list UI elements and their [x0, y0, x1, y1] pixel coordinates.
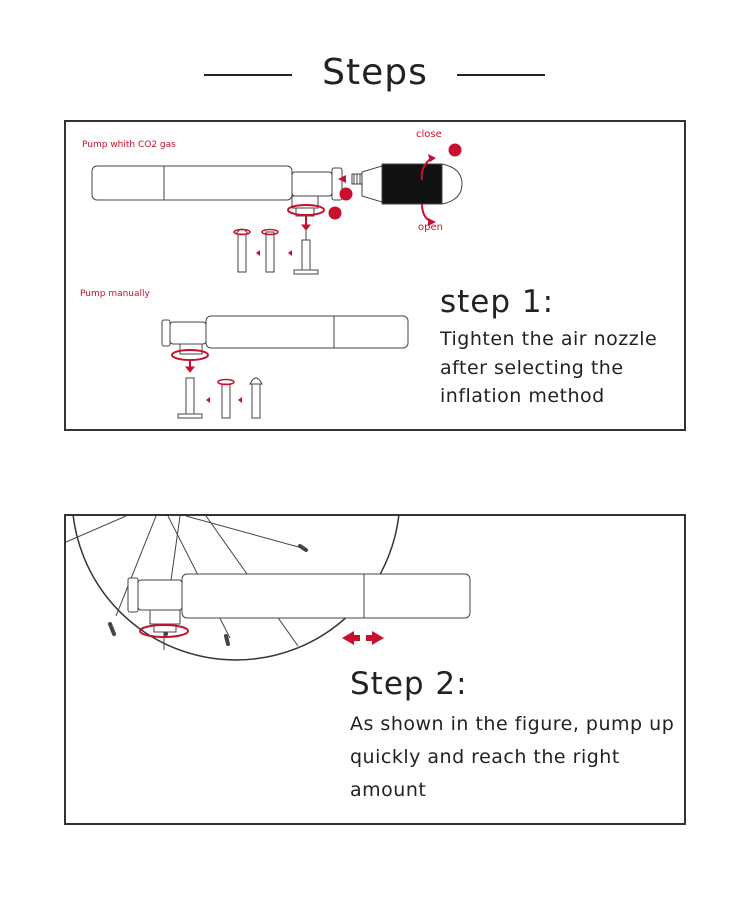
- step2-panel: Step 2: As shown in the figure, pump up …: [64, 514, 686, 825]
- marker-2-icon: [339, 187, 353, 201]
- rotate-arrow-icon: [287, 204, 325, 216]
- step1-description: Tighten the air nozzle after selecting t…: [440, 328, 658, 407]
- marker-1-icon: [328, 206, 342, 220]
- header-divider-left: [204, 74, 292, 76]
- down-arrow-icon: [184, 361, 196, 373]
- marker-3-icon: [448, 143, 462, 157]
- open-label: open: [418, 222, 443, 233]
- arrow-left-small-icon: [238, 397, 242, 403]
- left-arrow-icon: [338, 175, 346, 183]
- header-divider-right: [457, 74, 545, 76]
- arrow-left-small-icon: [288, 250, 292, 256]
- co2-method-label: Pump whith CO2 gas: [82, 140, 176, 150]
- pump-illustration: [127, 573, 471, 650]
- page-title: Steps: [322, 52, 428, 93]
- presta-valve-row-top: [235, 228, 319, 275]
- step2-illustration: [66, 516, 471, 661]
- step1-illustration: [91, 143, 463, 419]
- step2-title: Step 2:: [350, 666, 468, 702]
- manual-method-label: Pump manually: [80, 289, 150, 299]
- down-arrow-icon: [300, 216, 312, 231]
- arrow-left-small-icon: [206, 397, 210, 403]
- close-label: close: [416, 129, 442, 140]
- rotate-arrow-icon: [139, 624, 189, 638]
- co2-pump-illustration: [91, 165, 343, 217]
- step1-title: step 1:: [440, 284, 555, 320]
- steps-header: Steps: [0, 52, 751, 96]
- wheel-rim: [72, 516, 400, 661]
- co2-adapter-icon: [351, 173, 363, 185]
- manual-pump-illustration: [161, 315, 409, 355]
- rotate-arrow-icon: [171, 349, 209, 361]
- arrow-left-small-icon: [256, 250, 260, 256]
- pump-motion-arrow-icon: [342, 631, 384, 645]
- step1-panel: Pump whith CO2 gas: [64, 120, 686, 431]
- co2-cartridge-icon: [361, 163, 463, 205]
- step2-description: As shown in the figure, pump up quickly …: [350, 713, 675, 801]
